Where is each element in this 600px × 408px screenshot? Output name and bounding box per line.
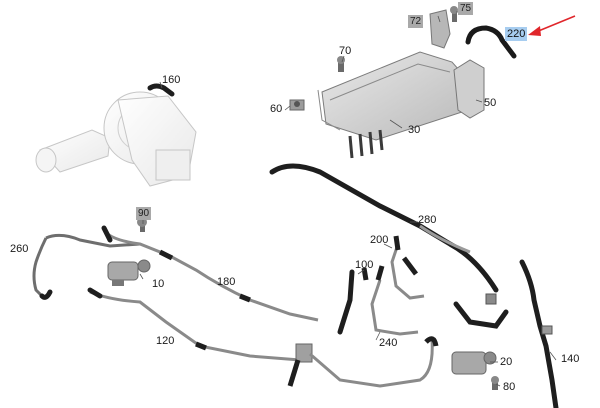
- hose-100: [337, 269, 355, 335]
- part-label-220[interactable]: 220: [505, 27, 528, 41]
- hose-280: [269, 163, 499, 293]
- part-label-200[interactable]: 200: [370, 234, 389, 246]
- hose-220: [465, 25, 517, 59]
- hose-120: [89, 290, 301, 362]
- highlight-arrow: [528, 15, 576, 36]
- air-pump-assembly: [35, 91, 197, 187]
- part-label-160[interactable]: 160: [162, 74, 181, 86]
- part-label-70[interactable]: 70: [339, 45, 352, 57]
- hose-240: [370, 279, 419, 336]
- hose-160: [147, 83, 175, 97]
- hose-140: [519, 259, 559, 408]
- housing-pins: [348, 129, 384, 159]
- part-label-75[interactable]: 75: [458, 2, 474, 15]
- junction-connector: [295, 343, 313, 363]
- part-label-180[interactable]: 180: [217, 276, 236, 288]
- leader-lines: [139, 11, 557, 387]
- part-label-240[interactable]: 240: [379, 337, 398, 349]
- part-label-72[interactable]: 72: [408, 15, 424, 28]
- part-label-10[interactable]: 10: [152, 278, 165, 290]
- part-label-120[interactable]: 120: [156, 335, 175, 347]
- part-label-80[interactable]: 80: [503, 381, 516, 393]
- part-label-90[interactable]: 90: [136, 207, 152, 220]
- valve-20: [451, 351, 497, 375]
- screw-75: [450, 6, 458, 22]
- part-label-20[interactable]: 20: [500, 356, 513, 368]
- part-label-260[interactable]: 260: [10, 243, 29, 255]
- bracket-72: [429, 9, 451, 49]
- part-label-30[interactable]: 30: [408, 124, 421, 136]
- screw-70: [337, 56, 345, 72]
- valve-10: [107, 259, 151, 286]
- part-label-280[interactable]: 280: [418, 214, 437, 226]
- bracket-50: [453, 59, 485, 119]
- hose-260: [32, 237, 48, 298]
- part-label-60[interactable]: 60: [270, 103, 283, 115]
- hose-200: [390, 243, 425, 300]
- screw-80: [491, 376, 499, 390]
- part-label-100[interactable]: 100: [355, 259, 374, 271]
- part-label-140[interactable]: 140: [561, 353, 580, 365]
- fitting-60: [289, 99, 305, 111]
- part-label-50[interactable]: 50: [484, 97, 497, 109]
